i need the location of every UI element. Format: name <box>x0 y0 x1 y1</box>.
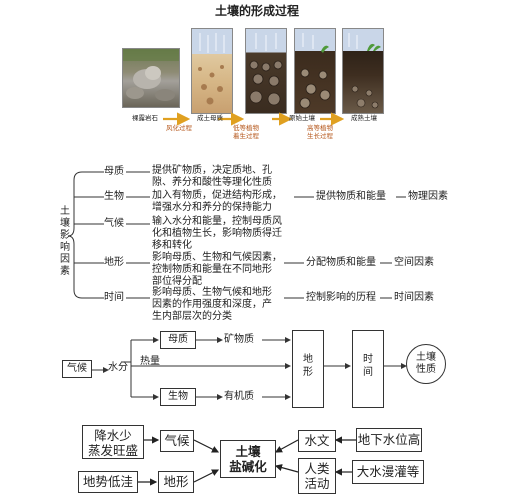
factor-mid-shengwu: 提供物质和能量 <box>316 191 386 202</box>
factor-desc-shengwu: 加入有物质，促进结构形成， 增强水分和养分的保持能力 <box>152 190 282 213</box>
factor-name-dixing: 地形 <box>104 257 124 268</box>
sal-left-top: 降水少 蒸发旺盛 <box>82 425 144 459</box>
flow-turang-circle <box>406 344 446 384</box>
factors-root-label: 土 壤 影 响 因 素 <box>60 206 70 277</box>
stage-parent-material: 成土母质 <box>197 114 223 122</box>
parent-material-column <box>191 28 233 114</box>
flow-shengwu-box: 生物 <box>160 388 196 406</box>
primitive-soil-column <box>245 28 287 114</box>
factor-desc-dixing: 影响母质、生物和气候因素， 控制物质和能量在不同地形 部位得分配 <box>152 252 282 287</box>
sal-center: 土壤 盐碱化 <box>220 440 276 478</box>
stage-primitive-soil: 原始土壤 <box>289 114 315 122</box>
mature-soil-column <box>342 28 384 114</box>
process-weathering: 风化过程 <box>166 124 192 132</box>
factor-desc-qihou: 输入水分和能量，控制母质风 化和植物生长，影响物质得迁 移和转化 <box>152 216 282 251</box>
sal-right-bottom: 大水漫灌等 <box>352 460 424 484</box>
sal-shuiwen: 水文 <box>298 430 336 452</box>
factor-desc-shijian: 影响母质、生物气候和地形 因素的作用强度和深度，产 生内部层次的分类 <box>152 287 272 322</box>
process-arrows <box>163 112 345 126</box>
flow-turang-label: 土壤 性质 <box>416 352 436 375</box>
sal-left-bottom: 地势低洼 <box>78 471 138 493</box>
sal-renlei: 人类 活动 <box>298 458 336 494</box>
process-low-plants: 低等植物 着生过程 <box>233 124 259 140</box>
flow-qihou-box: 气候 <box>62 360 92 378</box>
sal-qihou: 气候 <box>160 430 194 452</box>
flow-shijian-box: 时 间 <box>352 330 384 408</box>
bare-rock-image <box>122 48 180 108</box>
flow-shuifen-label: 水分 <box>108 362 128 373</box>
stage-bare-rock: 裸露岩石 <box>132 114 158 122</box>
flow-dixing-box: 地 形 <box>292 330 324 408</box>
factor-name-shengwu: 生物 <box>104 191 124 202</box>
stage-mature-soil: 成熟土壤 <box>351 114 377 122</box>
process-high-plants: 高等植物 生长过程 <box>307 124 333 140</box>
factor-name-qihou: 气候 <box>104 218 124 229</box>
developing-soil-column <box>294 28 336 114</box>
factor-right-dixing: 空间因素 <box>394 257 434 268</box>
factor-desc-muzhi: 提供矿物质，决定质地、孔 隙、养分和酸性等理化性质 <box>152 165 272 188</box>
flow-youjizhi-label: 有机质 <box>224 391 254 402</box>
factor-name-muzhi: 母质 <box>104 166 124 177</box>
flow-kuangwuzhi-label: 矿物质 <box>224 334 254 345</box>
factor-name-shijian: 时间 <box>104 292 124 303</box>
factor-right-shijian: 时间因素 <box>394 292 434 303</box>
factor-mid-shijian: 控制影响的历程 <box>306 292 376 303</box>
sal-right-top: 地下水位高 <box>356 428 422 452</box>
flow-reliang-label: 热量 <box>140 356 160 367</box>
sal-dixing: 地形 <box>158 471 194 493</box>
factor-mid-dixing: 分配物质和能量 <box>306 257 376 268</box>
factor-right-shengwu: 物理因素 <box>408 191 448 202</box>
flow-muzhi-box: 母质 <box>160 331 196 349</box>
page-title: 土壤的形成过程 <box>214 4 299 18</box>
